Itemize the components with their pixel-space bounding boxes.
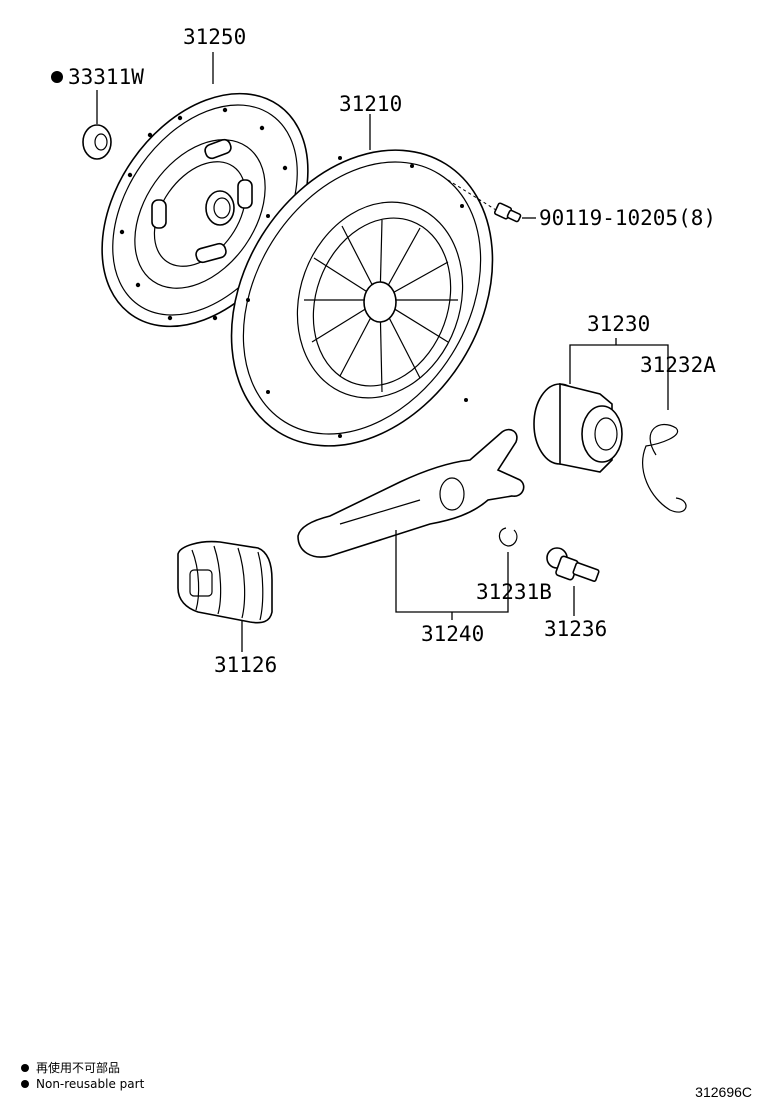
part-label-31250[interactable]: 31250 xyxy=(183,25,246,49)
diagram-code: 312696C xyxy=(695,1084,752,1100)
legend-marker-icon xyxy=(21,1064,29,1072)
legend-marker-icon xyxy=(21,1080,29,1088)
release-fork-illustration xyxy=(297,428,525,558)
snap-ring-illustration xyxy=(498,527,518,547)
part-label-31231b[interactable]: 31231B xyxy=(476,580,552,604)
legend-text-japanese: 再使用不可部品 xyxy=(36,1060,120,1075)
part-label-33311w[interactable]: 33311W xyxy=(68,65,144,89)
part-label-31210[interactable]: 31210 xyxy=(339,92,402,116)
part-label-31230[interactable]: 31230 xyxy=(587,312,650,336)
pilot-bearing-illustration xyxy=(82,124,112,160)
legend: 再使用不可部品 Non-reusable part xyxy=(21,1060,145,1091)
retaining-clip-illustration xyxy=(642,423,687,513)
boot-illustration xyxy=(177,540,273,624)
leader-lines xyxy=(96,52,669,652)
part-label-31232a[interactable]: 31232A xyxy=(640,353,716,377)
bolt-illustration xyxy=(447,179,522,223)
legend-text-english: Non-reusable part xyxy=(36,1077,145,1091)
part-label-31126[interactable]: 31126 xyxy=(214,653,277,677)
release-bearing-illustration xyxy=(533,382,623,473)
fork-support-illustration xyxy=(546,547,600,582)
part-label-31236[interactable]: 31236 xyxy=(544,617,607,641)
clutch-cover-illustration xyxy=(230,149,494,447)
non-reusable-marker-icon xyxy=(51,71,63,83)
part-label-90119-10205[interactable]: 90119-10205(8) xyxy=(539,206,716,230)
part-label-31240[interactable]: 31240 xyxy=(421,622,484,646)
